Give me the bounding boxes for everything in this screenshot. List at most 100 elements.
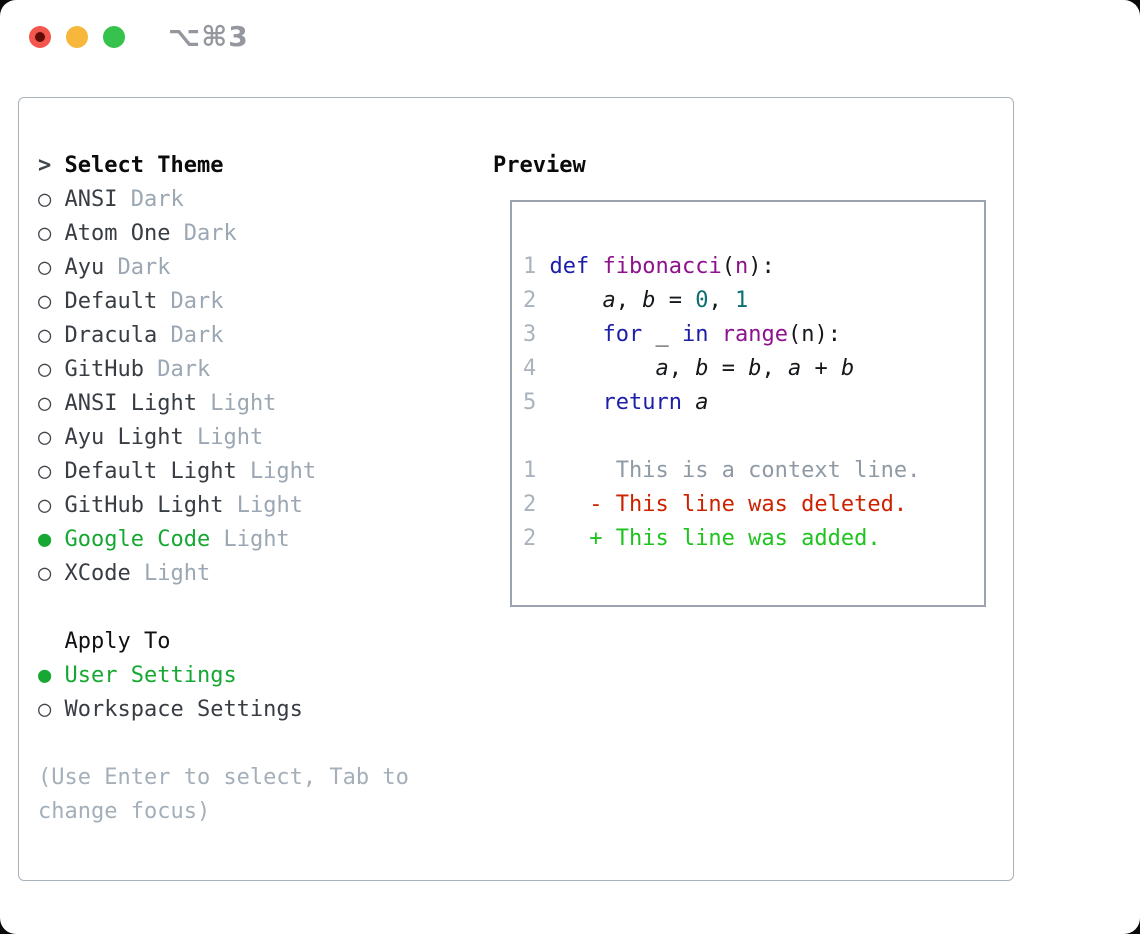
code-token: b <box>695 356 709 381</box>
code-token: + This line was added. <box>536 526 881 551</box>
theme-variant: Light <box>210 391 277 416</box>
theme-variant: Light <box>223 527 290 552</box>
gap <box>157 323 170 348</box>
gap <box>51 255 64 280</box>
traffic-lights <box>29 26 125 48</box>
theme-option[interactable]: ○ Ayu Light Light <box>38 421 409 455</box>
code-token: 0 <box>695 288 709 313</box>
apply-to-option[interactable]: ○ Workspace Settings <box>38 693 409 727</box>
gap <box>51 561 64 586</box>
theme-variant: Light <box>196 425 264 450</box>
code-token: = <box>655 288 696 313</box>
code-token <box>708 322 721 347</box>
focus-caret-icon: > <box>38 153 52 178</box>
code-token: fibonacci <box>602 254 722 279</box>
code-token: , <box>761 356 788 381</box>
zoom-button-icon[interactable] <box>103 26 125 48</box>
code-token: ): <box>748 254 775 279</box>
radio-marker-icon: ○ <box>38 289 52 314</box>
line-number: 1 <box>523 458 537 483</box>
radio-marker-icon: ○ <box>38 561 52 586</box>
theme-option[interactable]: ○ GitHub Light Light <box>38 489 409 523</box>
theme-variant: Light <box>249 459 317 484</box>
gap <box>51 187 64 212</box>
line-number: 2 <box>523 526 537 551</box>
line-number <box>523 424 536 449</box>
code-line: 3 for _ in range(n): <box>523 318 984 352</box>
code-line: 5 return a <box>523 386 984 420</box>
code-token: _ <box>642 322 682 347</box>
theme-name: Ayu <box>64 255 105 280</box>
code-token: ( <box>721 254 735 279</box>
code-token <box>536 390 602 415</box>
radio-marker-icon: ○ <box>38 459 52 484</box>
gap <box>131 561 144 586</box>
gap <box>197 391 210 416</box>
apply-to-label: Workspace Settings <box>64 697 303 722</box>
code-token: , <box>615 288 643 313</box>
gap <box>51 527 64 552</box>
code-token: def <box>549 254 590 279</box>
spacer-row <box>38 591 409 625</box>
code-token <box>536 254 549 279</box>
gap <box>237 459 250 484</box>
code-token: This is a context line. <box>536 458 921 483</box>
radio-marker-icon: ○ <box>38 493 52 518</box>
theme-option[interactable]: ○ Ayu Dark <box>38 251 409 285</box>
gap <box>223 493 236 518</box>
theme-option[interactable]: ○ XCode Light <box>38 557 409 591</box>
gap <box>51 425 64 450</box>
theme-option[interactable]: ○ Default Dark <box>38 285 409 319</box>
theme-option[interactable]: ○ Atom One Dark <box>38 217 409 251</box>
gap <box>51 697 64 722</box>
theme-option[interactable]: ○ Dracula Dark <box>38 319 409 353</box>
code-line <box>523 420 984 454</box>
gap <box>51 459 64 484</box>
code-token <box>536 288 602 313</box>
code-token: , <box>668 356 696 381</box>
code-line: 2 + This line was added. <box>523 522 984 556</box>
theme-name: XCode <box>64 561 131 586</box>
code-token <box>536 356 655 381</box>
theme-list: ○ ANSI Dark○ Atom One Dark○ Ayu Dark○ De… <box>38 183 409 591</box>
select-theme-title: Select Theme <box>64 153 224 178</box>
minimize-button-icon[interactable] <box>66 26 88 48</box>
code-token: a <box>695 390 709 415</box>
gap <box>51 663 64 688</box>
theme-variant: Dark <box>157 357 211 382</box>
help-text-line-1: (Use Enter to select, Tab to <box>38 765 409 790</box>
code-token <box>536 322 602 347</box>
theme-option[interactable]: ○ ANSI Light Light <box>38 387 409 421</box>
radio-marker-icon: ○ <box>38 697 52 722</box>
theme-name: GitHub Light <box>64 493 224 518</box>
code-line: 1 def fibonacci(n): <box>523 250 984 284</box>
gap <box>51 221 64 246</box>
code-token <box>589 254 602 279</box>
code-token: a <box>655 356 669 381</box>
apply-to-option[interactable]: ● User Settings <box>38 659 409 693</box>
theme-option[interactable]: ○ ANSI Dark <box>38 183 409 217</box>
close-button-icon[interactable] <box>29 26 51 48</box>
window-title: ⌥⌘3 <box>168 20 249 53</box>
gap <box>170 221 183 246</box>
code-token: 1 <box>734 288 749 313</box>
theme-option[interactable]: ● Google Code Light <box>38 523 409 557</box>
theme-option[interactable]: ○ GitHub Dark <box>38 353 409 387</box>
theme-variant: Dark <box>170 289 224 314</box>
theme-option[interactable]: ○ Default Light Light <box>38 455 409 489</box>
gap <box>51 357 64 382</box>
theme-name: Ayu Light <box>64 425 184 450</box>
theme-name: Default Light <box>64 459 237 484</box>
code-token: in <box>681 322 709 347</box>
radio-marker-icon: ○ <box>38 391 52 416</box>
theme-name: Google Code <box>64 527 211 552</box>
code-token: b <box>840 356 855 381</box>
code-token: (n): <box>787 322 841 347</box>
gap <box>51 391 64 416</box>
gap <box>51 493 64 518</box>
code-token: - This line was deleted. <box>536 492 908 517</box>
radio-marker-icon: ● <box>38 527 52 552</box>
theme-name: Dracula <box>64 323 158 348</box>
